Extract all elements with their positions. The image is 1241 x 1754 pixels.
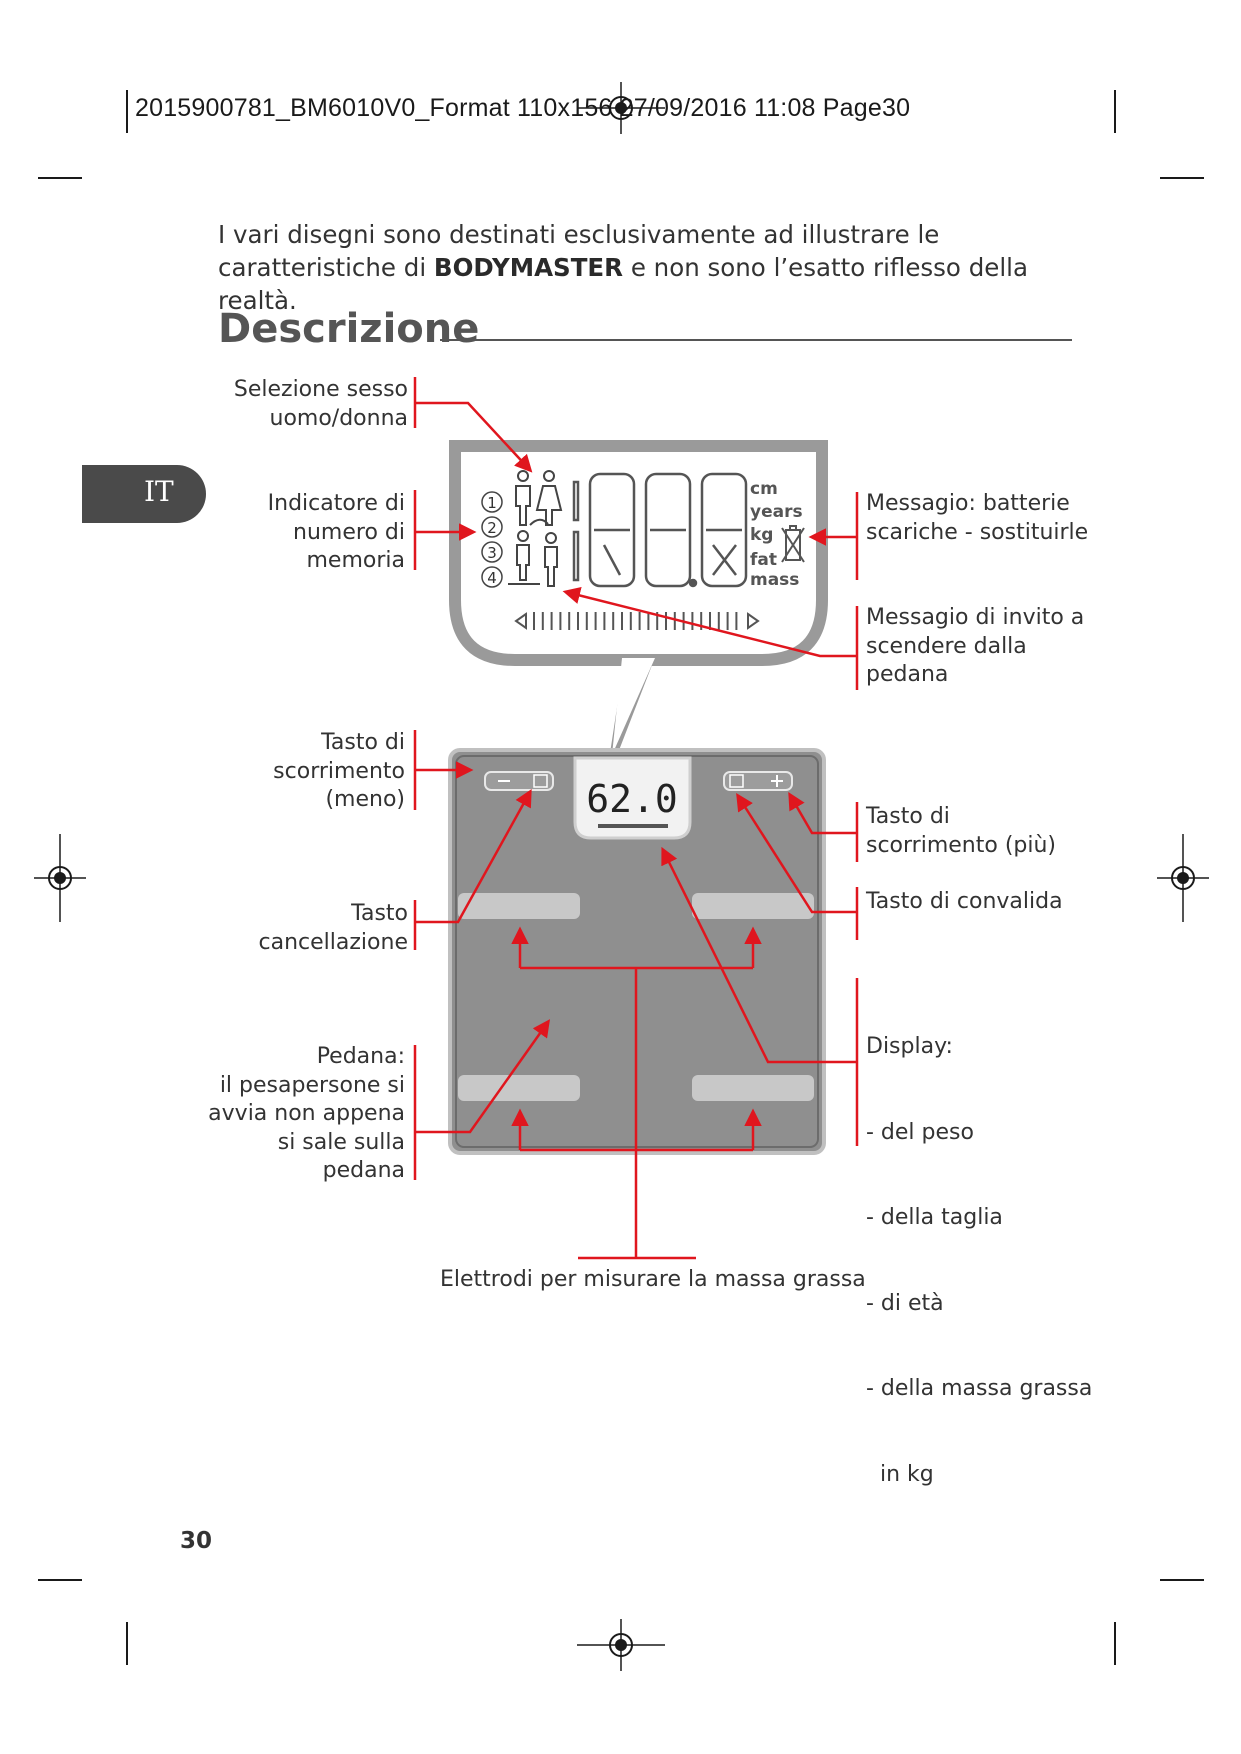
label-line: memoria xyxy=(306,548,406,573)
label-line: scariche - sostituirle xyxy=(866,519,1089,545)
crop-marks xyxy=(38,90,1204,1665)
woman-icon xyxy=(535,470,563,526)
label-line: scorrimento (più) xyxy=(866,832,1057,858)
unit-mass: mass xyxy=(750,570,799,590)
label-line: si sale sulla xyxy=(277,1129,405,1155)
label-line: Pedana: xyxy=(316,1044,405,1069)
intro-text-before: I vari disegni sono destinati esclusivam… xyxy=(218,220,940,282)
label-line: in kg xyxy=(866,1461,934,1487)
memory-2: 2 xyxy=(487,519,497,537)
label-battery-message: Messagio: batterie scariche - sostituirl… xyxy=(866,490,1088,547)
memory-4: 4 xyxy=(487,569,497,587)
page-number: 30 xyxy=(180,1528,213,1554)
brand-name: BODYMASTER xyxy=(433,253,624,282)
label-step-off-message: Messagio di invito a scendere dalla peda… xyxy=(866,604,1084,690)
scale-body: 62.0 xyxy=(448,748,826,1155)
lcd-units: cm years kg fat mass xyxy=(750,479,803,590)
memory-3: 3 xyxy=(487,544,497,562)
label-line: Messagio: batterie xyxy=(866,491,1070,516)
label-minus-key: Tasto di scorrimento (meno) xyxy=(273,729,405,815)
label-plus-key: Tasto di scorrimento (più) xyxy=(866,803,1056,860)
label-line: - della taglia xyxy=(866,1205,1003,1230)
person-on-scale-icon xyxy=(508,518,549,585)
plus-button-graphic xyxy=(723,771,793,791)
memory-numbers xyxy=(481,491,503,588)
label-line: Tasto di xyxy=(866,804,950,829)
electrode-top-right xyxy=(692,893,814,919)
label-line: Indicatore di xyxy=(267,491,405,516)
scale-small-display-value: 62.0 xyxy=(586,777,678,821)
electrode-bottom-right xyxy=(692,1075,814,1101)
unit-years: years xyxy=(750,502,803,522)
battery-icon xyxy=(781,525,805,563)
label-line: - della massa grassa xyxy=(866,1376,1093,1401)
intro-paragraph: I vari disegni sono destinati esclusivam… xyxy=(218,218,1098,317)
unit-cm: cm xyxy=(750,479,778,499)
registration-mark-bottom xyxy=(577,1619,665,1671)
electrode-bottom-left xyxy=(458,1075,580,1101)
unit-fat: fat xyxy=(750,550,777,570)
label-display: Display: - del peso - della taglia - di … xyxy=(866,976,1092,1518)
label-line: pedana xyxy=(322,1158,405,1183)
intro-text-after: e non sono l’esatto riflesso della realt… xyxy=(218,253,1028,315)
label-line: Tasto di convalida xyxy=(866,889,1063,914)
label-line: scorrimento xyxy=(273,758,405,784)
label-line: Tasto di xyxy=(321,730,405,755)
label-line: avvia non appena xyxy=(208,1101,405,1126)
label-memory-indicator: Indicatore di numero di memoria xyxy=(268,490,405,576)
print-slug: 2015900781_BM6010V0_Format 110x156 27/09… xyxy=(135,94,911,122)
label-line: Display: xyxy=(866,1034,953,1059)
label-line: Tasto xyxy=(351,901,408,926)
registration-mark-top xyxy=(577,82,665,134)
lcd-digits xyxy=(572,472,748,588)
electrode-top-left xyxy=(458,893,580,919)
label-platform: Pedana: il pesapersone si avvia non appe… xyxy=(208,1043,405,1186)
language-tab: IT xyxy=(82,465,206,523)
label-line: Selezione sesso xyxy=(233,377,408,402)
label-electrodes: Elettrodi per misurare la massa grassa xyxy=(440,1267,866,1292)
label-line: il pesapersone si xyxy=(219,1072,405,1098)
label-line: scendere dalla xyxy=(866,633,1027,659)
unit-kg: kg xyxy=(750,525,773,545)
label-confirm-key: Tasto di convalida xyxy=(866,888,1063,917)
language-tab-label: IT xyxy=(144,475,174,508)
label-line: numero di xyxy=(293,519,405,545)
label-line: - di età xyxy=(866,1290,944,1316)
title-rule xyxy=(440,339,1072,341)
label-line: (meno) xyxy=(325,787,405,812)
label-line: uomo/donna xyxy=(269,405,409,431)
lcd-enlarged: 1 2 3 4 xyxy=(449,440,828,666)
memory-1: 1 xyxy=(487,494,497,512)
person-step-off-icon xyxy=(544,532,558,587)
label-line: cancellazione xyxy=(258,929,408,955)
registration-mark-left xyxy=(34,834,86,922)
callout-leaders xyxy=(413,377,859,1260)
lcd-pointer-fill xyxy=(612,658,655,755)
label-line: Messagio di invito a xyxy=(866,605,1085,630)
label-gender-select: Selezione sesso uomo/donna xyxy=(234,376,408,433)
label-delete-key: Tasto cancellazione xyxy=(259,900,408,957)
section-title: Descrizione xyxy=(218,306,480,352)
registration-mark-right xyxy=(1157,834,1209,922)
label-line: pedana xyxy=(866,662,949,687)
label-line: - del peso xyxy=(866,1119,974,1145)
